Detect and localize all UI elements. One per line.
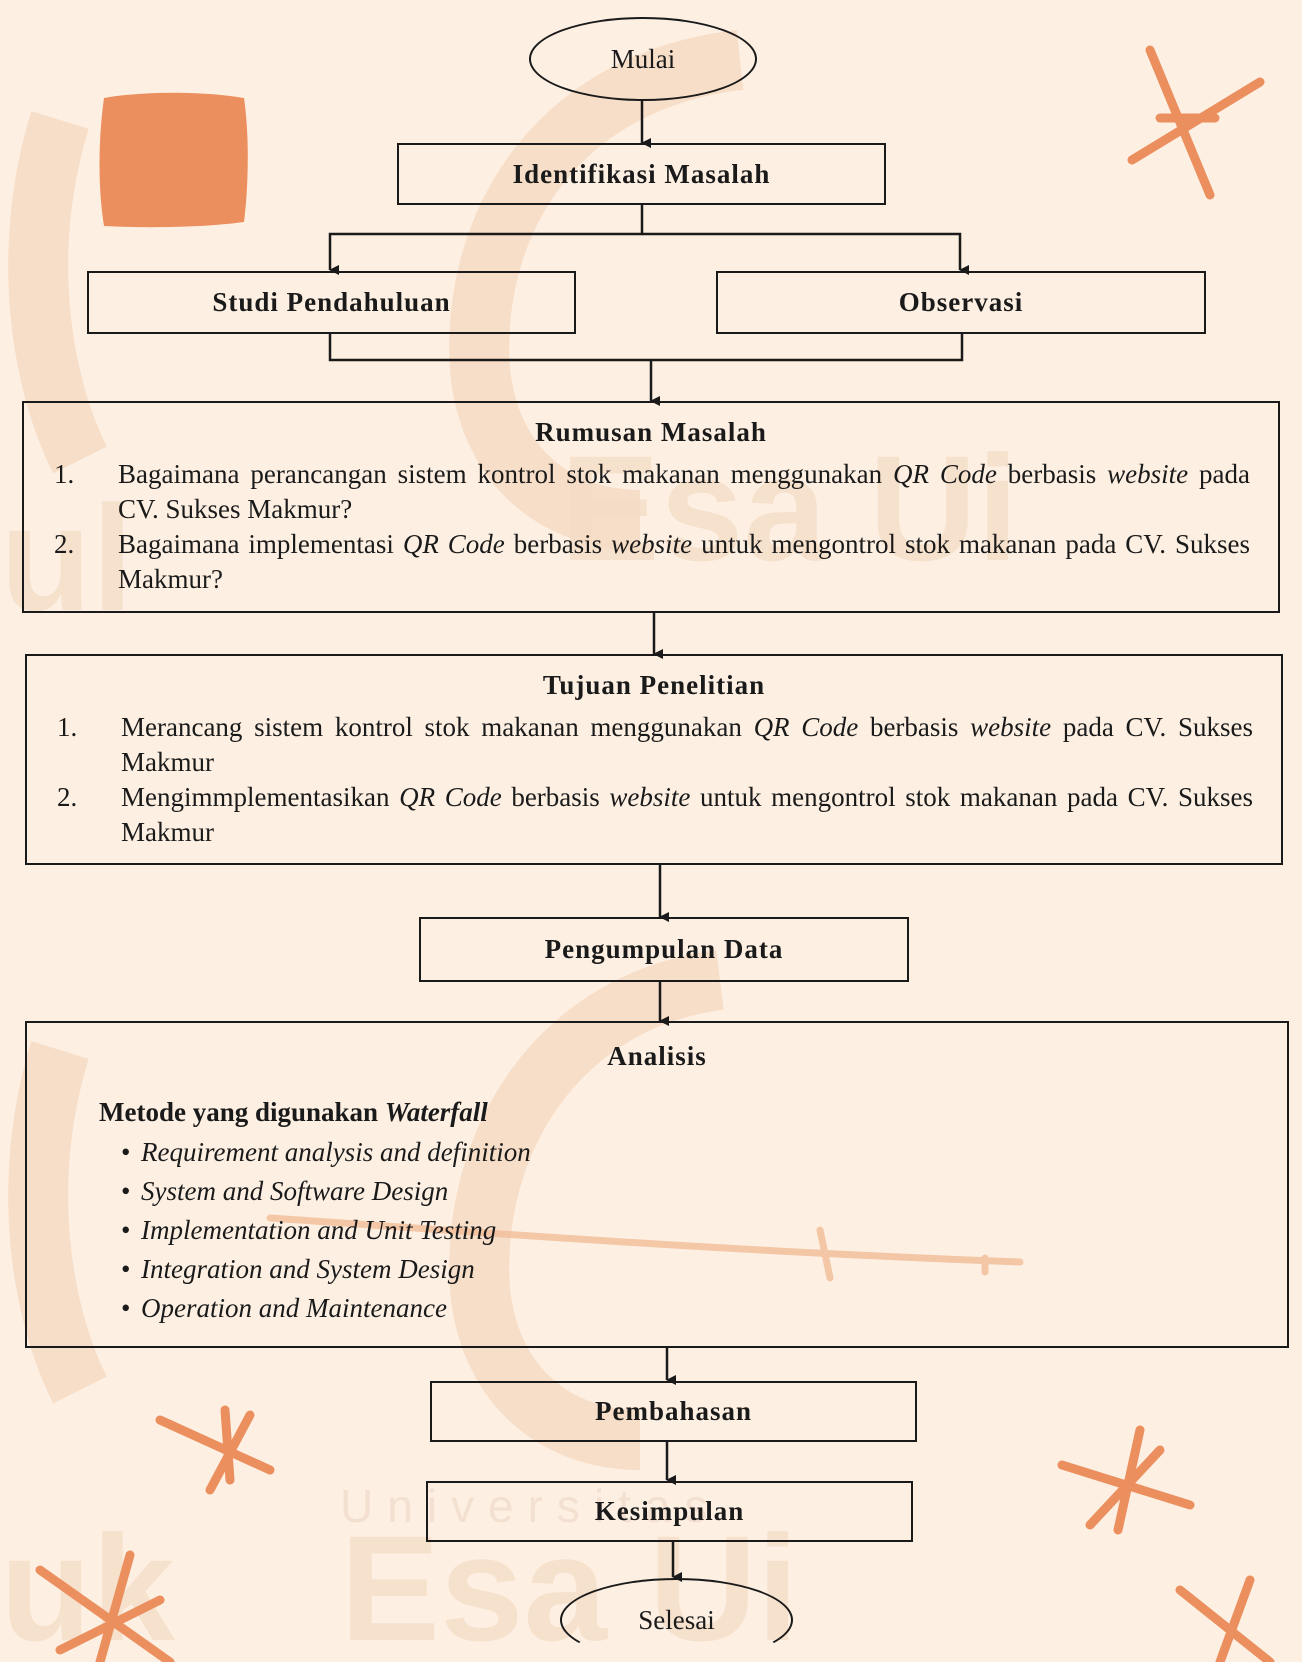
goal-item: 1. Merancang sistem kontrol stok makanan… (57, 712, 1254, 777)
data-collection-label: Pengumpulan Data (544, 934, 784, 964)
waterfall-step: Implementation and Unit Testing (121, 1211, 531, 1250)
goal-item: 2. Mengimmplementasikan QR Code berbasis… (57, 782, 1253, 847)
end-label: Selesai (638, 1604, 715, 1635)
preliminary-study-label: Studi Pendahuluan (212, 287, 451, 317)
end-terminal: Selesai (560, 1578, 793, 1662)
waterfall-step: Requirement analysis and definition (121, 1133, 531, 1172)
analysis-method: Metode yang digunakan Waterfall (99, 1097, 488, 1127)
discussion-label: Pembahasan (594, 1396, 753, 1426)
preliminary-study-box: Studi Pendahuluan (87, 271, 576, 334)
waterfall-step: Integration and System Design (121, 1250, 531, 1289)
research-goals-title: Tujuan Penelitian (542, 670, 766, 700)
arrow-merge (328, 333, 964, 362)
waterfall-steps: Requirement analysis and definition Syst… (121, 1133, 531, 1328)
conclusion-label: Kesimpulan (594, 1496, 745, 1526)
waterfall-step: Operation and Maintenance (121, 1289, 531, 1328)
problem-formulation-box: Rumusan Masalah 1. Bagaimana perancangan… (22, 401, 1280, 613)
problem-item: 1. Bagaimana perancangan sistem kontrol … (54, 459, 1250, 524)
analysis-title: Analisis (607, 1041, 707, 1071)
identify-problem-label: Identifikasi Masalah (512, 158, 771, 189)
discussion-box: Pembahasan (430, 1381, 917, 1442)
arrow-identify-split (328, 204, 644, 275)
data-collection-box: Pengumpulan Data (419, 917, 909, 982)
identify-problem-box: Identifikasi Masalah (397, 143, 886, 205)
start-label: Mulai (610, 43, 676, 74)
problem-formulation-title: Rumusan Masalah (535, 417, 767, 447)
observation-label: Observasi (898, 287, 1024, 317)
conclusion-box: Kesimpulan (426, 1481, 913, 1542)
observation-box: Observasi (716, 271, 1206, 334)
waterfall-step: System and Software Design (121, 1172, 531, 1211)
start-terminal: Mulai (529, 17, 757, 101)
analysis-box: Analisis Metode yang digunakan Waterfall… (25, 1021, 1289, 1348)
research-goals-box: Tujuan Penelitian 1. Merancang sistem ko… (25, 654, 1283, 865)
problem-item: 2. Bagaimana implementasi QR Code berbas… (54, 529, 1251, 594)
